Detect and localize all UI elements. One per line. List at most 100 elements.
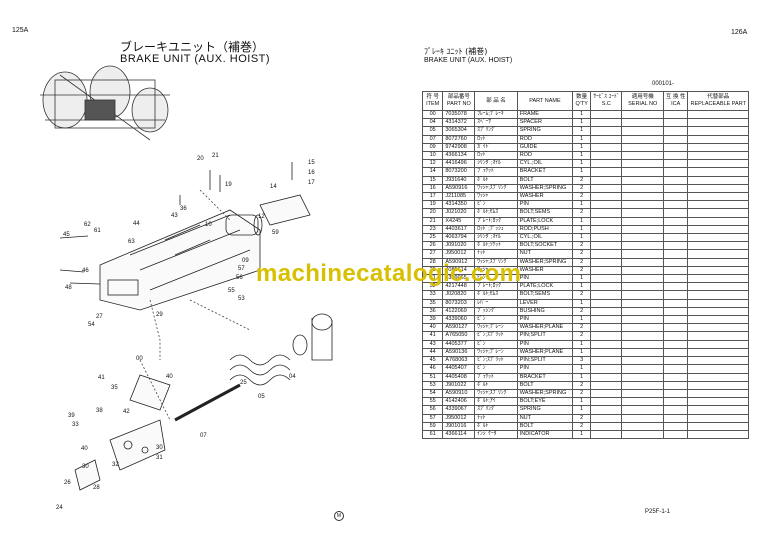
qty-cell: 1 <box>572 298 592 308</box>
name-en-cell: WASHER <box>516 192 574 202</box>
replaceable-cell <box>687 175 749 185</box>
sc-cell <box>590 200 623 210</box>
serial-cell <box>621 339 664 349</box>
qty-cell: 2 <box>572 331 592 341</box>
qty-cell: 1 <box>572 224 592 235</box>
serial-cell <box>621 142 664 153</box>
replaceable-cell <box>687 413 749 423</box>
sc-cell <box>590 216 623 226</box>
sc-cell <box>590 380 623 390</box>
item-cell: 29 <box>421 265 444 276</box>
serial-cell <box>621 208 664 218</box>
qty-cell: 1 <box>572 142 592 153</box>
callout: 15 <box>308 160 315 166</box>
replaceable-cell <box>687 134 749 144</box>
sc-cell <box>590 257 623 267</box>
name-jp-cell: ﾌﾞﾗｹｯﾄ <box>474 372 518 382</box>
ica-cell <box>662 224 689 235</box>
col-name-en: PART NAME <box>516 91 574 111</box>
name-jp-cell: ﾌﾟﾚｰﾄ;ﾛｯｸ <box>474 216 518 226</box>
page-footer: P25F-1-1 <box>645 509 671 515</box>
callout: 36 <box>180 206 187 212</box>
callout: 62 <box>84 222 91 228</box>
name-jp-cell: ﾜｯｼｬ;ｽﾌﾟﾘﾝｸﾞ <box>474 388 518 399</box>
ica-cell <box>662 339 689 349</box>
ica-cell <box>662 241 689 251</box>
sc-cell <box>590 192 623 202</box>
qty-cell: 1 <box>572 274 592 284</box>
name-jp-cell: ｼﾘﾝﾀﾞ;ｵｲﾙ <box>474 159 518 169</box>
ica-cell <box>662 356 689 366</box>
sc-cell <box>590 323 623 333</box>
name-en-cell: BRACKET <box>516 372 574 382</box>
callout: 61 <box>94 228 101 234</box>
sc-cell <box>590 183 623 194</box>
ica-cell <box>662 257 689 267</box>
replaceable-cell <box>687 274 749 284</box>
serial-cell <box>621 241 664 251</box>
name-jp-cell: ﾌﾞｯｼﾝｸﾞ <box>474 306 518 317</box>
replaceable-cell <box>687 167 749 177</box>
replaceable-cell <box>687 397 749 407</box>
replaceable-cell <box>687 208 749 218</box>
serial-cell <box>621 265 664 276</box>
right-page: 126A ﾌﾞﾚｰｷ ﾕﾆｯﾄ (補巻) BRAKE UNIT (AUX. HO… <box>380 0 768 544</box>
sc-cell <box>590 413 623 423</box>
callout: 57 <box>238 266 245 272</box>
name-en-cell: PIN;SPLIT <box>516 331 574 341</box>
partno-cell: J950012 <box>442 249 476 259</box>
sc-cell <box>590 151 623 161</box>
qty-cell: 2 <box>572 388 592 399</box>
replaceable-cell <box>687 290 749 300</box>
partno-cell: 4405407 <box>442 364 476 374</box>
partno-cell: 4366134 <box>442 151 476 161</box>
ica-cell <box>662 364 689 374</box>
qty-cell: 2 <box>572 249 592 259</box>
replaceable-cell <box>687 249 749 259</box>
partno-cell: J931640 <box>442 175 476 185</box>
serial-cell <box>621 200 664 210</box>
item-cell: 28 <box>421 257 444 267</box>
qty-cell: 3 <box>572 356 592 366</box>
partno-cell: 8072760 <box>442 134 476 144</box>
sc-cell <box>590 405 623 415</box>
callout: 00 <box>136 356 143 362</box>
callout: 40 <box>81 446 88 452</box>
partno-cell: A768063 <box>442 356 476 366</box>
callout: 46 <box>82 268 89 274</box>
name-en-cell: WASHER;PLANE <box>516 323 574 333</box>
callout: 17 <box>308 180 315 186</box>
partno-cell: 4314350 <box>442 200 476 210</box>
qty-cell: 2 <box>572 257 592 267</box>
ica-cell <box>662 159 689 169</box>
serial-cell <box>621 364 664 374</box>
item-cell: 36 <box>421 306 444 317</box>
name-en-cell: ROD <box>516 134 574 144</box>
ica-cell <box>662 397 689 407</box>
serial-cell <box>621 405 664 415</box>
name-en-cell: PIN <box>516 339 574 349</box>
sc-cell <box>590 290 623 300</box>
ica-cell <box>662 347 689 358</box>
name-en-cell: WASHER;SPRING <box>516 257 574 267</box>
serial-cell <box>621 257 664 267</box>
ica-cell <box>662 126 689 136</box>
qty-cell: 2 <box>572 323 592 333</box>
ica-cell <box>662 331 689 341</box>
callout: 09 <box>242 258 249 264</box>
serial-cell <box>621 347 664 358</box>
sc-cell <box>590 372 623 382</box>
replaceable-cell <box>687 109 749 120</box>
